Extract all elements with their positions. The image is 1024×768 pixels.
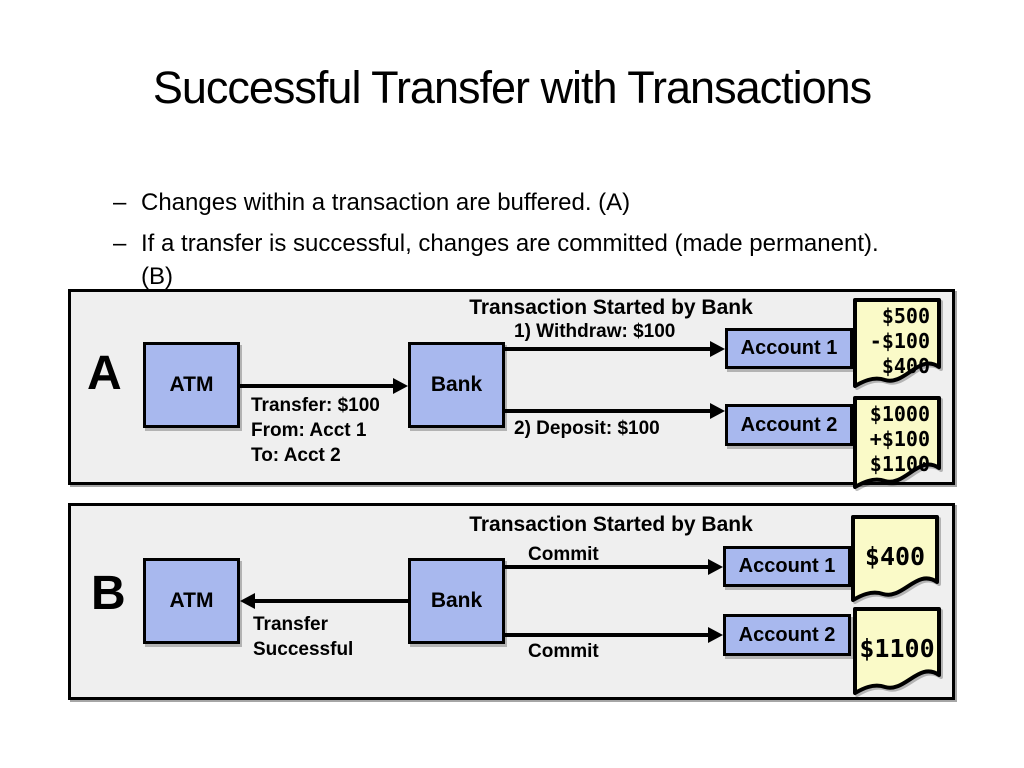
commit-label-2: Commit: [528, 641, 599, 662]
account1-label: Account 1: [738, 555, 836, 577]
arrow-line: [240, 384, 396, 388]
arrow-head-icon: [710, 403, 725, 419]
arrow-line: [252, 599, 408, 603]
transfer-successful-label: Transfer Successful: [253, 614, 354, 660]
document-shape-icon: [851, 515, 939, 602]
document-shape-icon: [853, 396, 941, 489]
bullet-item: – If a transfer is successful, changes a…: [113, 227, 953, 293]
panel-b: B Transaction Started by Bank ATM Bank T…: [68, 503, 955, 700]
arrow-bank-to-account2-b: [505, 627, 723, 643]
note-text: $500 -$100 $400: [869, 304, 930, 378]
deposit-label: 2) Deposit: $100: [514, 418, 660, 439]
arrow-atm-to-bank: [240, 378, 408, 394]
bullet-dash: –: [113, 189, 127, 216]
document-shape-icon: [853, 607, 941, 695]
bullet-item: – Changes within a transaction are buffe…: [113, 186, 953, 219]
arrow-line: [505, 347, 713, 351]
arrow-bank-to-account1-a: [505, 341, 725, 357]
arrow-head-icon: [393, 378, 408, 394]
arrow-line: [505, 565, 711, 569]
account1-label: Account 1: [740, 337, 838, 359]
bullet-dash: –: [113, 230, 127, 257]
panel-a: A Transaction Started by Bank ATM Bank T…: [68, 289, 955, 489]
document-shape-icon: [853, 298, 941, 388]
arrow-head-icon: [710, 341, 725, 357]
panel-b-header: Transaction Started by Bank: [469, 513, 753, 536]
arrow-line: [505, 409, 713, 413]
account2-label: Account 2: [738, 623, 836, 646]
ledger-note-account2-b: $1100: [852, 606, 942, 697]
bullet-list: – Changes within a transaction are buffe…: [113, 186, 953, 301]
commit-label-1: Commit: [528, 544, 599, 565]
arrow-line: [505, 633, 711, 637]
atm-label: ATM: [169, 373, 214, 396]
slide-title: Successful Transfer with Transactions: [152, 62, 872, 113]
bank-box-a: Bank: [408, 342, 505, 428]
transfer-request-label: Transfer: $100 From: Acct 1 To: Acct 2: [251, 395, 380, 466]
withdraw-label: 1) Withdraw: $100: [514, 321, 676, 342]
account1-box-a: Account 1: [725, 328, 853, 369]
panel-b-letter: B: [91, 567, 126, 620]
ledger-note-account2-a: $1000 +$100 $1100: [852, 395, 942, 491]
arrow-bank-to-account1-b: [505, 559, 723, 575]
ledger-note-account1-a: $500 -$100 $400: [852, 297, 942, 390]
arrow-head-icon: [708, 627, 723, 643]
arrow-bank-to-atm: [240, 593, 408, 609]
atm-box-b: ATM: [143, 558, 240, 644]
note-text: $1000 +$100 $1100: [869, 402, 930, 476]
account2-box-b: Account 2: [723, 614, 851, 656]
account2-box-a: Account 2: [725, 404, 853, 446]
panel-a-letter: A: [87, 347, 122, 400]
bank-label: Bank: [430, 373, 483, 396]
account1-box-b: Account 1: [723, 546, 851, 587]
bank-box-b: Bank: [408, 558, 505, 644]
bank-label: Bank: [430, 589, 483, 612]
atm-label: ATM: [169, 589, 214, 612]
ledger-note-account1-b: $400: [850, 514, 940, 604]
arrow-bank-to-account2-a: [505, 403, 725, 419]
arrow-head-icon: [708, 559, 723, 575]
arrow-head-icon: [240, 593, 255, 609]
note-text: $1100: [859, 634, 935, 663]
note-text: $400: [864, 542, 926, 571]
account2-label: Account 2: [740, 413, 838, 436]
panel-a-header: Transaction Started by Bank: [469, 296, 753, 319]
atm-box-a: ATM: [143, 342, 240, 428]
bullet-text: If a transfer is successful, changes are…: [141, 230, 879, 290]
bullet-text: Changes within a transaction are buffere…: [141, 189, 631, 216]
